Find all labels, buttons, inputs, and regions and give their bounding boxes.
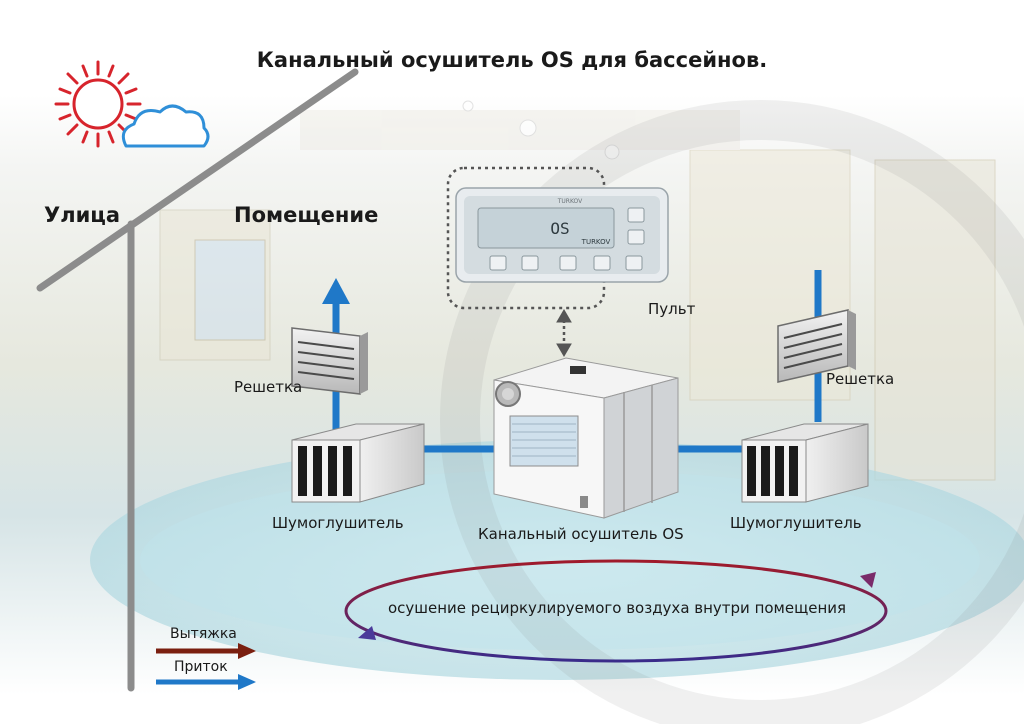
silencer-left-label: Шумоглушитель	[272, 514, 404, 532]
controller-link-arrow	[556, 309, 572, 357]
silencer-right-label: Шумоглушитель	[730, 514, 862, 532]
silencer-left	[291, 423, 425, 503]
silencer-right	[741, 423, 869, 503]
house-outline	[36, 68, 359, 692]
controller-brand: TURKOV	[557, 198, 583, 205]
grille-right-label: Решетка	[826, 370, 895, 388]
watermark-logo	[440, 100, 1024, 724]
grille-left-label: Решетка	[234, 378, 303, 396]
up-button-icon	[625, 255, 643, 271]
ok-button-icon	[627, 229, 645, 245]
zone-label-outside: Улица	[44, 203, 121, 227]
cloud-icon	[121, 104, 210, 148]
recirculation-label: осушение рециркулируемого воздуха внутри…	[387, 599, 847, 617]
recirculation-loop	[344, 559, 888, 663]
recirculation-arrow-top-icon	[860, 572, 876, 588]
unit-label: Канальный осушитель OS	[478, 525, 684, 543]
grille-right	[777, 309, 856, 383]
mode-button-icon	[559, 255, 577, 271]
legend-exhaust-label: Вытяжка	[170, 626, 237, 642]
legend	[156, 643, 256, 690]
legend-supply-arrowhead-icon	[238, 674, 256, 690]
controller-label: Пульт	[648, 300, 696, 318]
dehumidifier-unit	[493, 357, 679, 519]
controller-display-text: OS	[550, 219, 569, 238]
pool-inner	[140, 470, 980, 650]
sun-icon	[54, 60, 142, 148]
legend-supply-label: Приток	[174, 659, 228, 675]
menu-button-icon	[627, 207, 645, 223]
power-button-icon	[489, 255, 507, 271]
page-title: Канальный осушитель OS для бассейнов.	[256, 48, 768, 72]
fan-button-icon	[521, 255, 539, 271]
grille-left	[291, 327, 368, 395]
legend-exhaust-arrowhead-icon	[238, 643, 256, 659]
controller-display-brand: TURKOV	[581, 238, 611, 246]
exhaust-up-arrow	[322, 278, 350, 304]
down-button-icon	[593, 255, 611, 271]
recirculation-arrow-bottom-icon	[358, 626, 376, 640]
controller-panel: TURKOV OS TURKOV	[446, 166, 669, 310]
zone-label-room: Помещение	[234, 203, 379, 227]
